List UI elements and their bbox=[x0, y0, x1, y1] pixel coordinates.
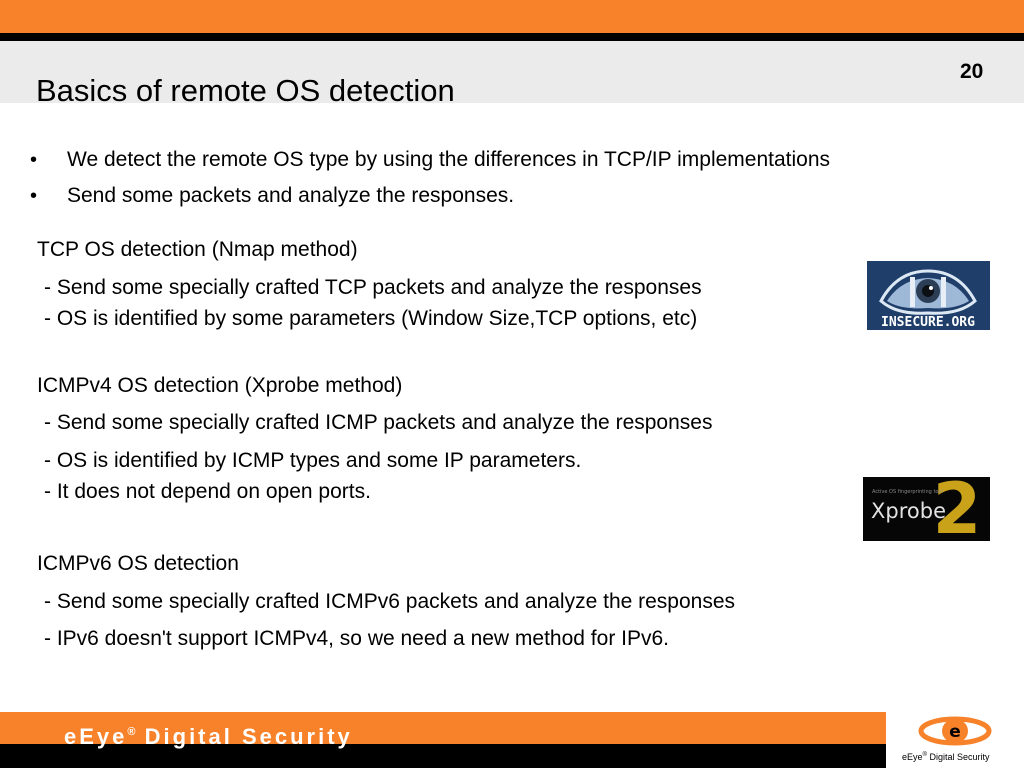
section-line: - OS is identified by some parameters (W… bbox=[44, 307, 698, 330]
xprobe-small-text: Active OS fingerprinting tool bbox=[872, 489, 943, 495]
xprobe-number: 2 bbox=[933, 477, 982, 541]
eye-icon: INSECURE.ORG bbox=[867, 261, 990, 330]
section-heading-icmpv4: ICMPv4 OS detection (Xprobe method) bbox=[37, 374, 403, 397]
footer-tagline-name: eEye bbox=[902, 752, 923, 762]
xprobe-text: Xprobe bbox=[871, 499, 946, 523]
page-number: 20 bbox=[960, 60, 984, 83]
section-line: - Send some specially crafted ICMP packe… bbox=[44, 411, 713, 434]
section-heading-icmpv6: ICMPv6 OS detection bbox=[37, 552, 239, 575]
eeye-logo-letter: e bbox=[949, 722, 961, 742]
section-line: - Send some specially crafted TCP packet… bbox=[44, 276, 702, 299]
section-line: - OS is identified by ICMP types and som… bbox=[44, 449, 582, 472]
footer-brand-suffix: Digital Security bbox=[144, 724, 353, 749]
insecure-org-text: INSECURE.ORG bbox=[881, 315, 975, 330]
header-orange-bar bbox=[0, 0, 1024, 33]
section-line: - Send some specially crafted ICMPv6 pac… bbox=[44, 590, 736, 613]
footer-brand: eEye® Digital Security bbox=[64, 724, 353, 750]
slide-title: Basics of remote OS detection bbox=[36, 73, 455, 108]
footer-tagline: eEye® Digital Security bbox=[902, 752, 989, 762]
eeye-logo-icon: e bbox=[918, 716, 992, 746]
section-line: - IPv6 doesn't support ICMPv4, so we nee… bbox=[44, 627, 669, 650]
bullet-item: Send some packets and analyze the respon… bbox=[30, 178, 830, 214]
tagline-registered-mark: ® bbox=[922, 752, 927, 758]
xprobe-2-icon: 2 Active OS fingerprinting tool Xprobe bbox=[863, 477, 990, 541]
xprobe-logo: 2 Active OS fingerprinting tool Xprobe bbox=[863, 477, 990, 541]
title-band bbox=[0, 41, 1024, 103]
footer-brand-name: eEye bbox=[64, 724, 128, 749]
bullet-list: We detect the remote OS type by using th… bbox=[30, 142, 830, 214]
registered-mark: ® bbox=[127, 726, 136, 738]
footer-logo-panel: e bbox=[889, 712, 1024, 768]
section-line: - It does not depend on open ports. bbox=[44, 480, 371, 503]
section-heading-tcp: TCP OS detection (Nmap method) bbox=[37, 238, 358, 261]
header-black-bar bbox=[0, 33, 1024, 41]
insecure-org-logo: INSECURE.ORG bbox=[867, 261, 990, 330]
footer-black-bar bbox=[0, 744, 886, 768]
bullet-item: We detect the remote OS type by using th… bbox=[30, 142, 830, 178]
footer-tagline-suffix: Digital Security bbox=[929, 752, 990, 762]
